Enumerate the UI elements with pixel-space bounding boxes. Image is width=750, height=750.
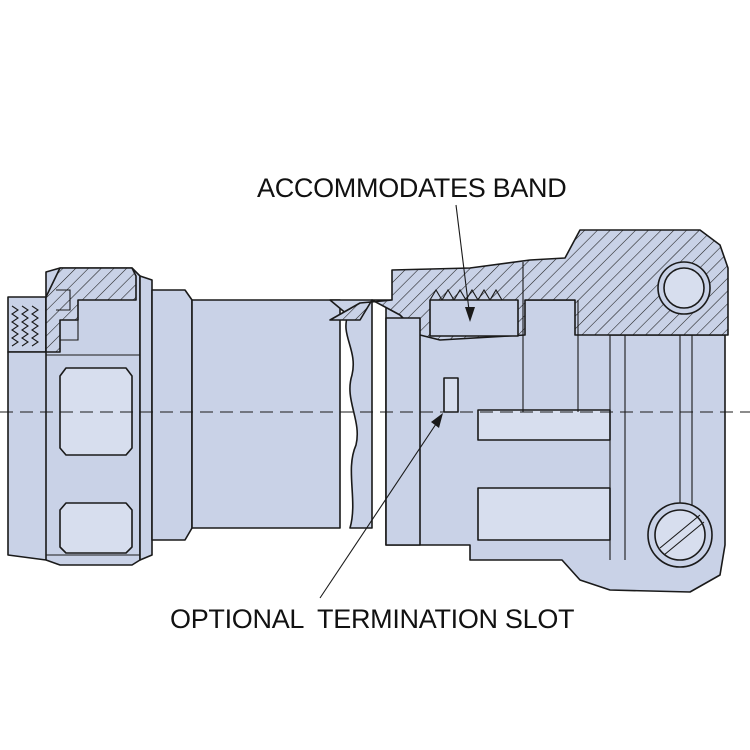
leader-slot [319,413,443,599]
knurl-teeth [11,305,39,347]
contact-cavity [477,487,611,541]
receptacle-body [329,229,729,593]
knurled-ring [7,296,47,353]
inner-insert [385,317,421,546]
nut-hatched-section [45,267,137,353]
barrel [151,289,373,541]
break-line [329,299,373,529]
termination-slot [443,377,459,413]
contact-bore [477,409,611,441]
hex-flat-lower [59,502,133,554]
label-optional-termination-slot: OPTIONAL TERMINATION SLOT [170,604,574,634]
barrel-collar [151,289,193,541]
leader-band [455,204,475,322]
cross-pin [657,261,711,315]
label-accommodates-band: ACCOMMODATES BAND [257,173,566,203]
coupling-nut [7,267,153,566]
slotted-screw [647,502,713,568]
hex-flat-upper [59,367,133,456]
band-groove [429,299,519,337]
barrel-tube [191,299,341,529]
retaining-ring [139,275,153,561]
